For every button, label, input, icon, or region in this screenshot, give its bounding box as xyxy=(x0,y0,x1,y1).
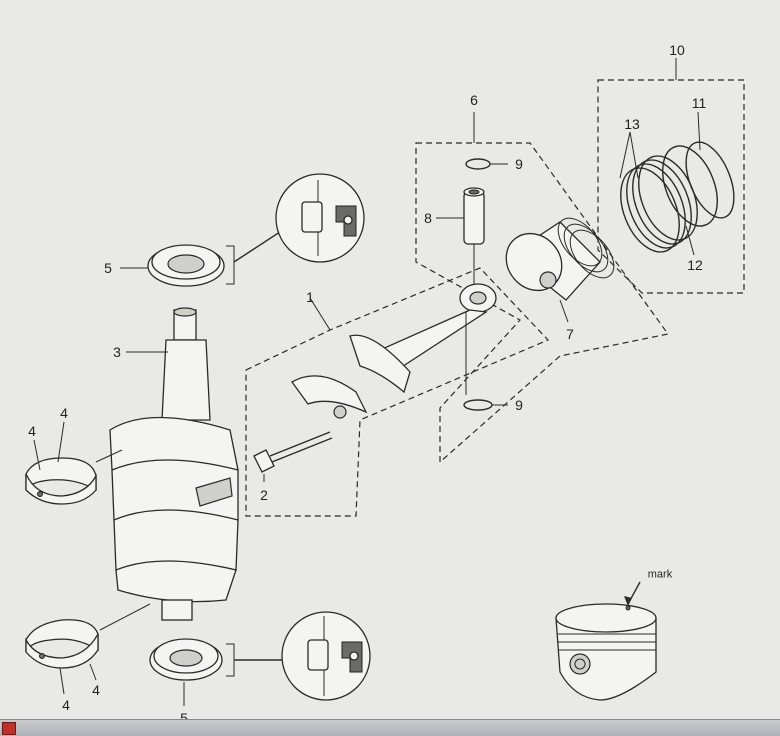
leader-11 xyxy=(697,111,701,151)
pin-clip-top xyxy=(465,158,491,170)
leader-1 xyxy=(309,297,331,331)
leader-4-crank-lower xyxy=(99,603,151,631)
callout-7: 7 xyxy=(566,326,574,342)
piston xyxy=(505,217,615,301)
bracket-5-bottom xyxy=(226,643,235,677)
taskbar xyxy=(0,719,780,736)
group-box-piston xyxy=(415,142,670,464)
callout-12: 12 xyxy=(687,257,703,273)
piston-rings xyxy=(620,141,735,253)
crankshaft xyxy=(109,307,239,621)
callout-3: 3 xyxy=(113,344,121,360)
callout-4-c: 4 xyxy=(62,697,70,713)
seal-detail-bubble-upper xyxy=(275,173,365,263)
windows-start-icon[interactable] xyxy=(2,722,16,735)
piston-mark-illustration xyxy=(555,603,657,701)
mark-label: mark xyxy=(647,568,673,581)
bracket-5-top xyxy=(226,245,235,285)
callout-5-upper: 5 xyxy=(104,260,112,276)
rod-cap xyxy=(291,375,368,419)
callout-13: 13 xyxy=(624,116,640,132)
leader-4b xyxy=(57,421,65,463)
callout-4-a: 4 xyxy=(28,423,36,439)
callout-1: 1 xyxy=(306,289,314,305)
callout-6: 6 xyxy=(470,92,478,108)
leader-4d xyxy=(89,663,97,681)
main-bearing-upper xyxy=(25,457,97,505)
wrist-pin xyxy=(463,187,485,245)
callout-2: 2 xyxy=(260,487,268,503)
leader-12 xyxy=(685,225,695,256)
callout-11: 11 xyxy=(691,95,707,111)
callout-9-top: 9 xyxy=(515,156,523,172)
callout-9-bottom: 9 xyxy=(515,397,523,413)
callout-10: 10 xyxy=(669,42,685,58)
pointer-5-top xyxy=(233,227,287,263)
leader-4a xyxy=(33,439,41,471)
leader-4-crank xyxy=(95,449,123,463)
callout-8: 8 xyxy=(424,210,432,226)
main-bearing-lower xyxy=(25,619,99,669)
group-box-rod xyxy=(245,267,550,517)
mark-arrowhead xyxy=(624,596,632,606)
callout-4-d: 4 xyxy=(92,682,100,698)
callout-5-lower: 5 xyxy=(180,710,188,726)
connecting-rod xyxy=(349,283,497,394)
leader-4c xyxy=(59,667,65,695)
rod-bolt xyxy=(253,431,333,473)
callout-4-b: 4 xyxy=(60,405,68,421)
leader-13a xyxy=(619,131,631,179)
leader-7 xyxy=(559,299,569,323)
group-box-rings xyxy=(597,79,745,294)
oil-seal-lower xyxy=(149,638,223,681)
pin-clip-bottom xyxy=(463,399,493,411)
leader-13b xyxy=(629,131,639,179)
seal-detail-bubble-lower xyxy=(281,611,371,701)
oil-seal-upper xyxy=(147,244,225,287)
